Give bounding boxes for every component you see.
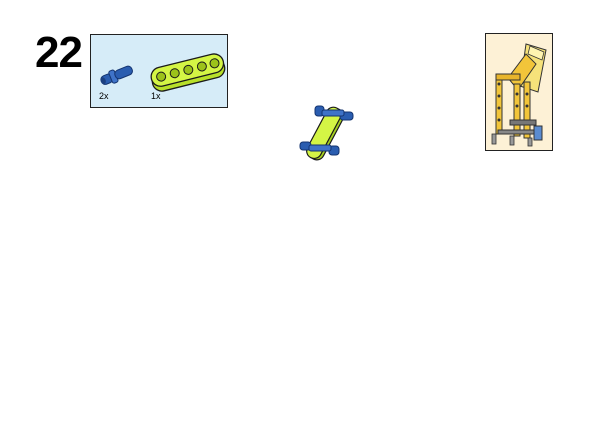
model-preview-illustration	[491, 43, 547, 147]
model-frame-icon	[491, 73, 543, 147]
beam-quantity: 1x	[151, 91, 161, 101]
parts-illustration	[100, 53, 226, 92]
parts-list-callout: 2x 1x	[90, 34, 228, 108]
assembled-pin-bottom-icon	[299, 141, 340, 156]
assembled-pin-top-icon	[314, 105, 354, 121]
lime-beam-icon	[150, 53, 226, 92]
step-number: 22	[35, 28, 83, 77]
blue-pin-icon	[100, 65, 133, 85]
model-preview	[485, 33, 553, 151]
assembly-illustration	[294, 100, 364, 175]
pin-quantity: 2x	[99, 91, 109, 101]
